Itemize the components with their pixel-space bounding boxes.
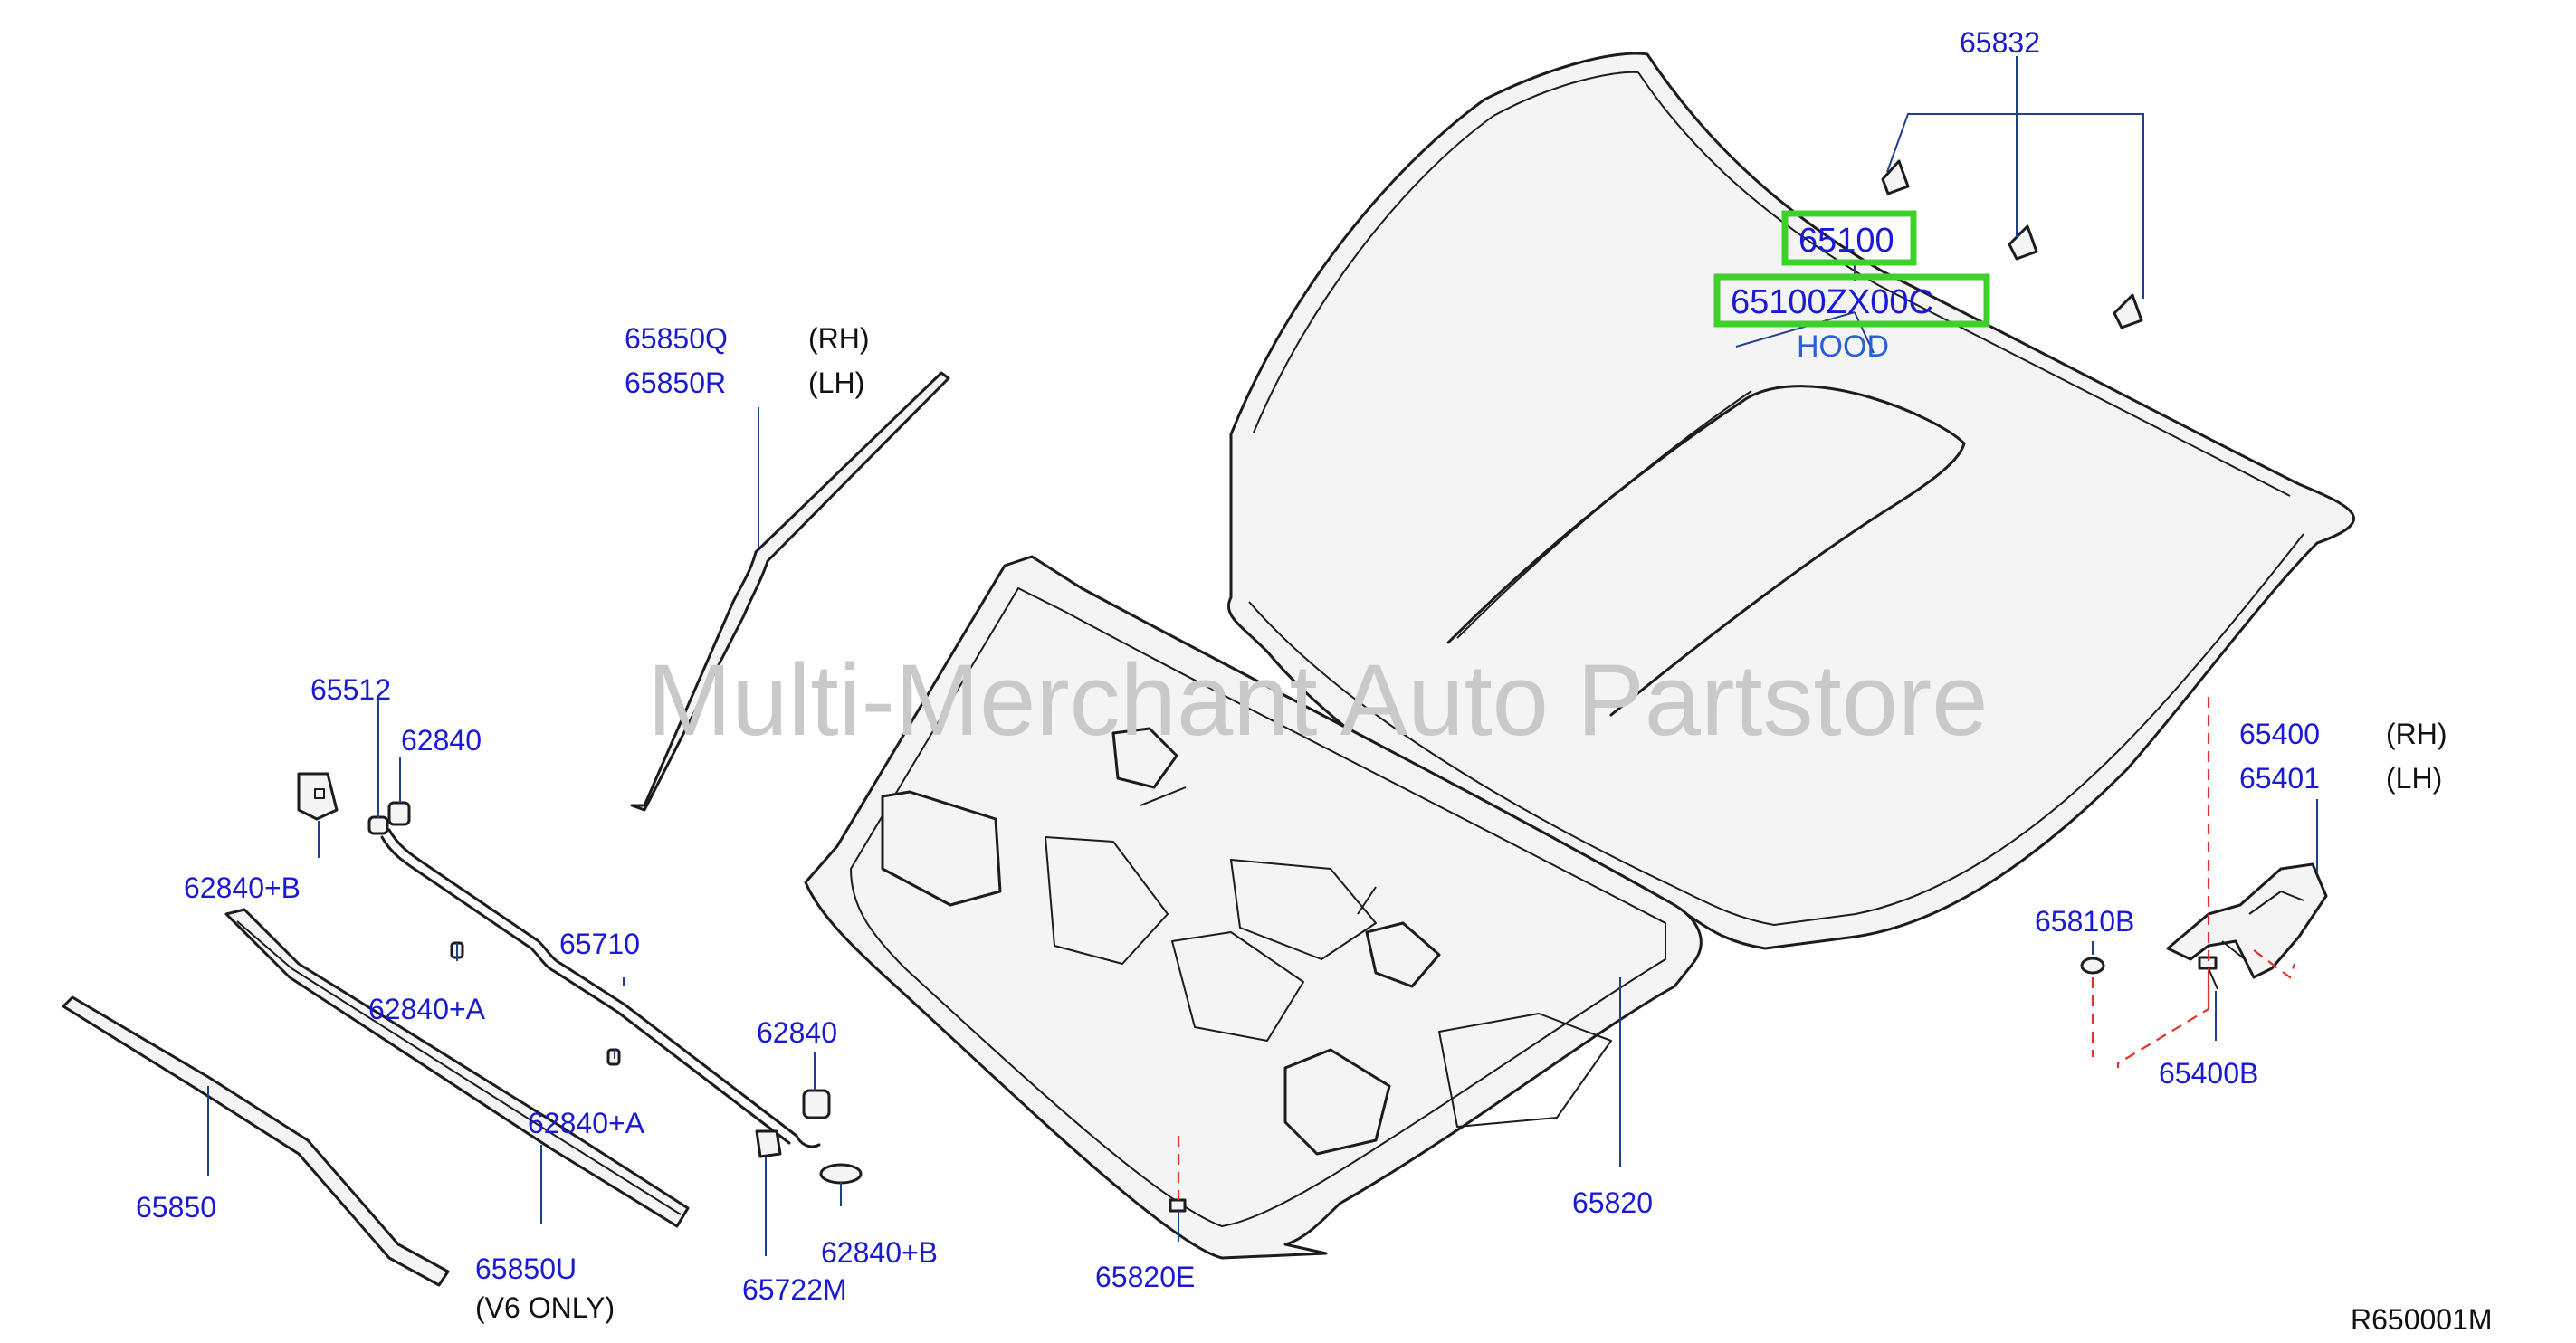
callout-65400b[interactable]: 65400B: [2159, 1057, 2258, 1090]
callout-62840a-upper[interactable]: 62840+A: [368, 993, 486, 1025]
hood-support-rod[interactable]: [380, 828, 821, 1148]
callout-65512[interactable]: 65512: [310, 673, 391, 706]
leader-lines: [207, 56, 2318, 1256]
hood-seal-rh-lh[interactable]: [630, 371, 950, 812]
callout-65100[interactable]: 65100: [1798, 222, 1894, 260]
nut-65820e[interactable]: [1169, 1198, 1187, 1213]
callout-65400[interactable]: 65400: [2239, 718, 2320, 750]
grommet-62840b-left[interactable]: [297, 772, 339, 821]
side-65401: (LH): [2386, 762, 2442, 795]
seal-65850[interactable]: [62, 995, 450, 1287]
note-65850u: (V6 ONLY): [475, 1291, 615, 1324]
reference-code: R650001M: [2351, 1303, 2493, 1336]
callout-65100zx00c[interactable]: 65100ZX00C: [1731, 283, 1933, 321]
callout-62840-top[interactable]: 62840: [401, 724, 482, 757]
callout-62840a-lower[interactable]: 62840+A: [528, 1107, 645, 1139]
clip-62840-mid[interactable]: [802, 1089, 831, 1119]
side-65400: (RH): [2386, 718, 2447, 750]
callout-65710[interactable]: 65710: [559, 928, 640, 960]
installation-guides: [1177, 697, 2296, 1200]
hood-insulator[interactable]: [804, 555, 1703, 1260]
clip-65512[interactable]: [367, 815, 389, 835]
callout-62840-mid[interactable]: 62840: [757, 1016, 837, 1049]
highlight-box-65100zx00c: [1713, 273, 1990, 328]
hood-description: HOOD: [1797, 329, 1889, 364]
watermark: Multi-Merchant Auto Partstore: [647, 643, 1988, 757]
hood-hinge[interactable]: [2166, 862, 2328, 979]
washer-65810b[interactable]: [2080, 957, 2105, 975]
callout-65850u[interactable]: 65850U: [475, 1253, 577, 1285]
seal-65850u[interactable]: [224, 908, 690, 1228]
callout-62840b-right[interactable]: 62840+B: [821, 1236, 938, 1269]
grommet-62840b-right[interactable]: [819, 1163, 863, 1185]
side-65850q: (RH): [808, 322, 870, 355]
bumper-rubber-group[interactable]: [1881, 159, 2143, 329]
callout-65810b[interactable]: 65810B: [2035, 905, 2134, 938]
callout-65401[interactable]: 65401: [2239, 762, 2320, 795]
retainer-65722m[interactable]: [755, 1129, 782, 1158]
callout-65850r[interactable]: 65850R: [625, 367, 726, 399]
callout-62840b-left[interactable]: 62840+B: [184, 872, 301, 904]
callout-65832[interactable]: 65832: [1960, 26, 2040, 59]
callout-65850q[interactable]: 65850Q: [625, 322, 728, 355]
side-65850r: (LH): [808, 367, 864, 399]
callout-65850[interactable]: 65850: [136, 1191, 216, 1224]
callout-65722m[interactable]: 65722M: [742, 1273, 847, 1306]
highlight-box-65100: [1781, 210, 1917, 266]
callout-65820e[interactable]: 65820E: [1095, 1261, 1195, 1293]
clip-62840-top[interactable]: [387, 801, 411, 826]
callout-65820[interactable]: 65820: [1572, 1186, 1653, 1219]
